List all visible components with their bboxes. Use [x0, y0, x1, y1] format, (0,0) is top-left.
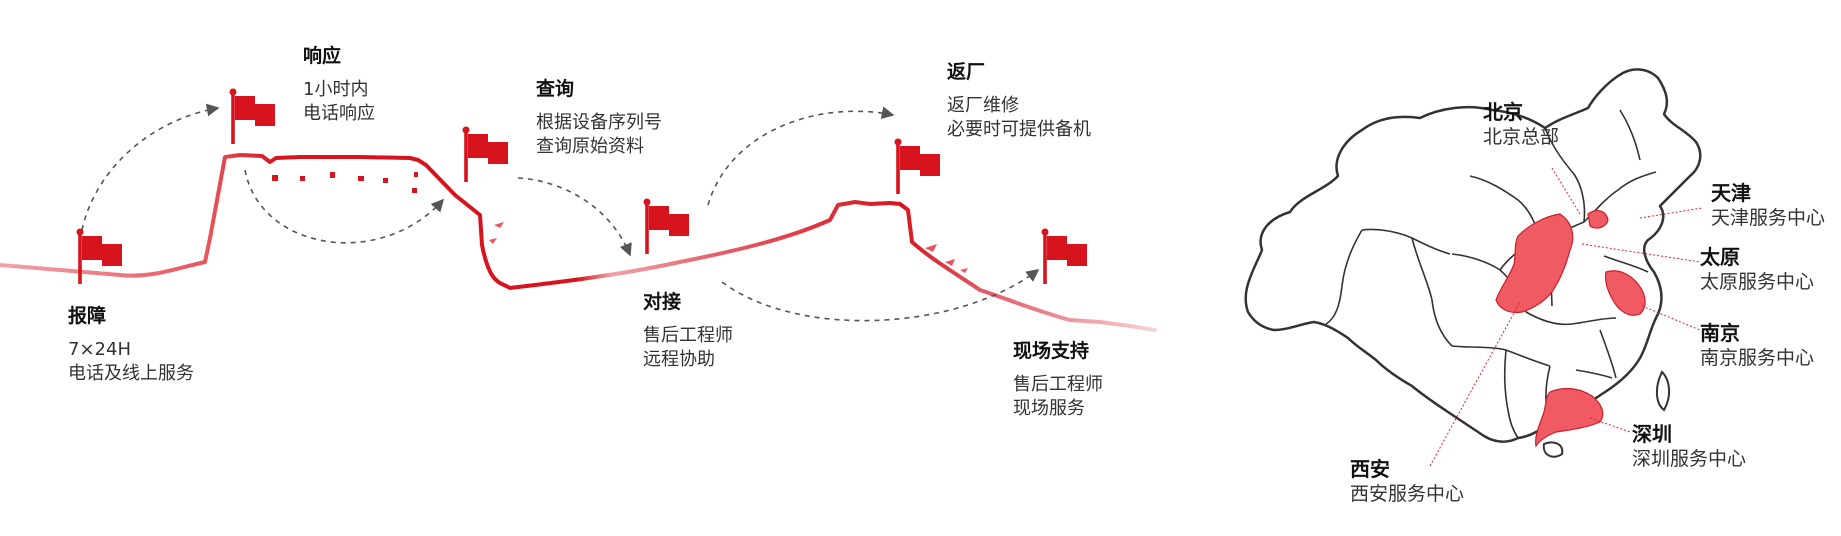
center-name: 深圳 [1632, 422, 1672, 446]
flag-icon [894, 138, 940, 194]
center-desc: 南京服务中心 [1700, 347, 1815, 369]
flag-icon [462, 126, 508, 182]
province-borders [1325, 109, 1657, 439]
wall-crenels [272, 172, 418, 193]
region-shenzhen [1535, 387, 1604, 448]
flow-arrows [81, 103, 1040, 322]
center-taiyuan: 太原 太原服务中心 [1700, 245, 1814, 294]
center-desc: 太原服务中心 [1700, 271, 1815, 293]
center-name: 天津 [1711, 181, 1751, 205]
flag-icon [643, 198, 689, 254]
wall-debris [489, 222, 968, 273]
center-desc: 西安服务中心 [1350, 483, 1465, 505]
hainan-island [1542, 441, 1564, 458]
step-desc-1: 1小时内 [303, 79, 369, 100]
step-title: 对接 [643, 291, 682, 313]
center-beijing: 北京 北京总部 [1483, 100, 1559, 149]
flag-icon [229, 88, 275, 144]
center-shenzhen: 深圳 深圳服务中心 [1632, 422, 1746, 471]
step-desc-2: 电话及线上服务 [68, 363, 194, 384]
center-name: 北京 [1483, 100, 1523, 124]
taiwan-island [1656, 370, 1670, 412]
center-xian: 西安 西安服务中心 [1350, 457, 1464, 506]
region-tianjin [1587, 210, 1609, 229]
china-outline [1244, 68, 1702, 443]
step-onsite-support: 现场支持 售后工程师 现场服务 [1013, 339, 1103, 421]
center-tianjin: 天津 天津服务中心 [1711, 181, 1825, 230]
step-desc-2: 电话响应 [303, 103, 375, 124]
step-desc-2: 现场服务 [1013, 398, 1085, 419]
great-wall-line [0, 153, 1157, 332]
center-desc: 天津服务中心 [1711, 207, 1826, 229]
step-connect: 对接 售后工程师 远程协助 [643, 290, 733, 372]
region-nanjing [1604, 270, 1646, 316]
flag-icon [1041, 228, 1087, 284]
center-desc: 北京总部 [1483, 126, 1560, 148]
step-desc-1: 售后工程师 [1013, 374, 1103, 395]
step-title: 响应 [303, 45, 342, 67]
step-desc-2: 远程协助 [643, 349, 715, 370]
center-name: 西安 [1350, 457, 1390, 481]
step-query: 查询 根据设备序列号 查询原始资料 [536, 77, 662, 159]
step-desc-2: 必要时可提供备机 [947, 119, 1091, 140]
center-name: 太原 [1700, 245, 1740, 269]
step-return-factory: 返厂 返厂维修 必要时可提供备机 [947, 60, 1091, 142]
step-desc-2: 查询原始资料 [536, 136, 644, 157]
step-desc-1: 根据设备序列号 [536, 112, 662, 133]
step-desc-1: 7×24H [68, 339, 131, 360]
leader-lines [1429, 167, 1703, 467]
step-desc-1: 售后工程师 [643, 325, 733, 346]
flags-group [76, 88, 1087, 284]
region-shanxi-shaanxi [1495, 213, 1574, 314]
step-title: 现场支持 [1013, 340, 1090, 362]
center-nanjing: 南京 南京服务中心 [1700, 321, 1814, 370]
service-regions [1495, 210, 1646, 448]
step-title: 报障 [68, 305, 107, 327]
center-name: 南京 [1700, 321, 1740, 345]
step-desc-1: 返厂维修 [947, 95, 1019, 116]
step-title: 查询 [536, 78, 575, 100]
center-desc: 深圳服务中心 [1632, 448, 1747, 470]
flag-icon [76, 228, 122, 284]
step-report: 报障 7×24H 电话及线上服务 [68, 304, 194, 386]
step-respond: 响应 1小时内 电话响应 [303, 44, 375, 126]
step-title: 返厂 [947, 61, 986, 83]
